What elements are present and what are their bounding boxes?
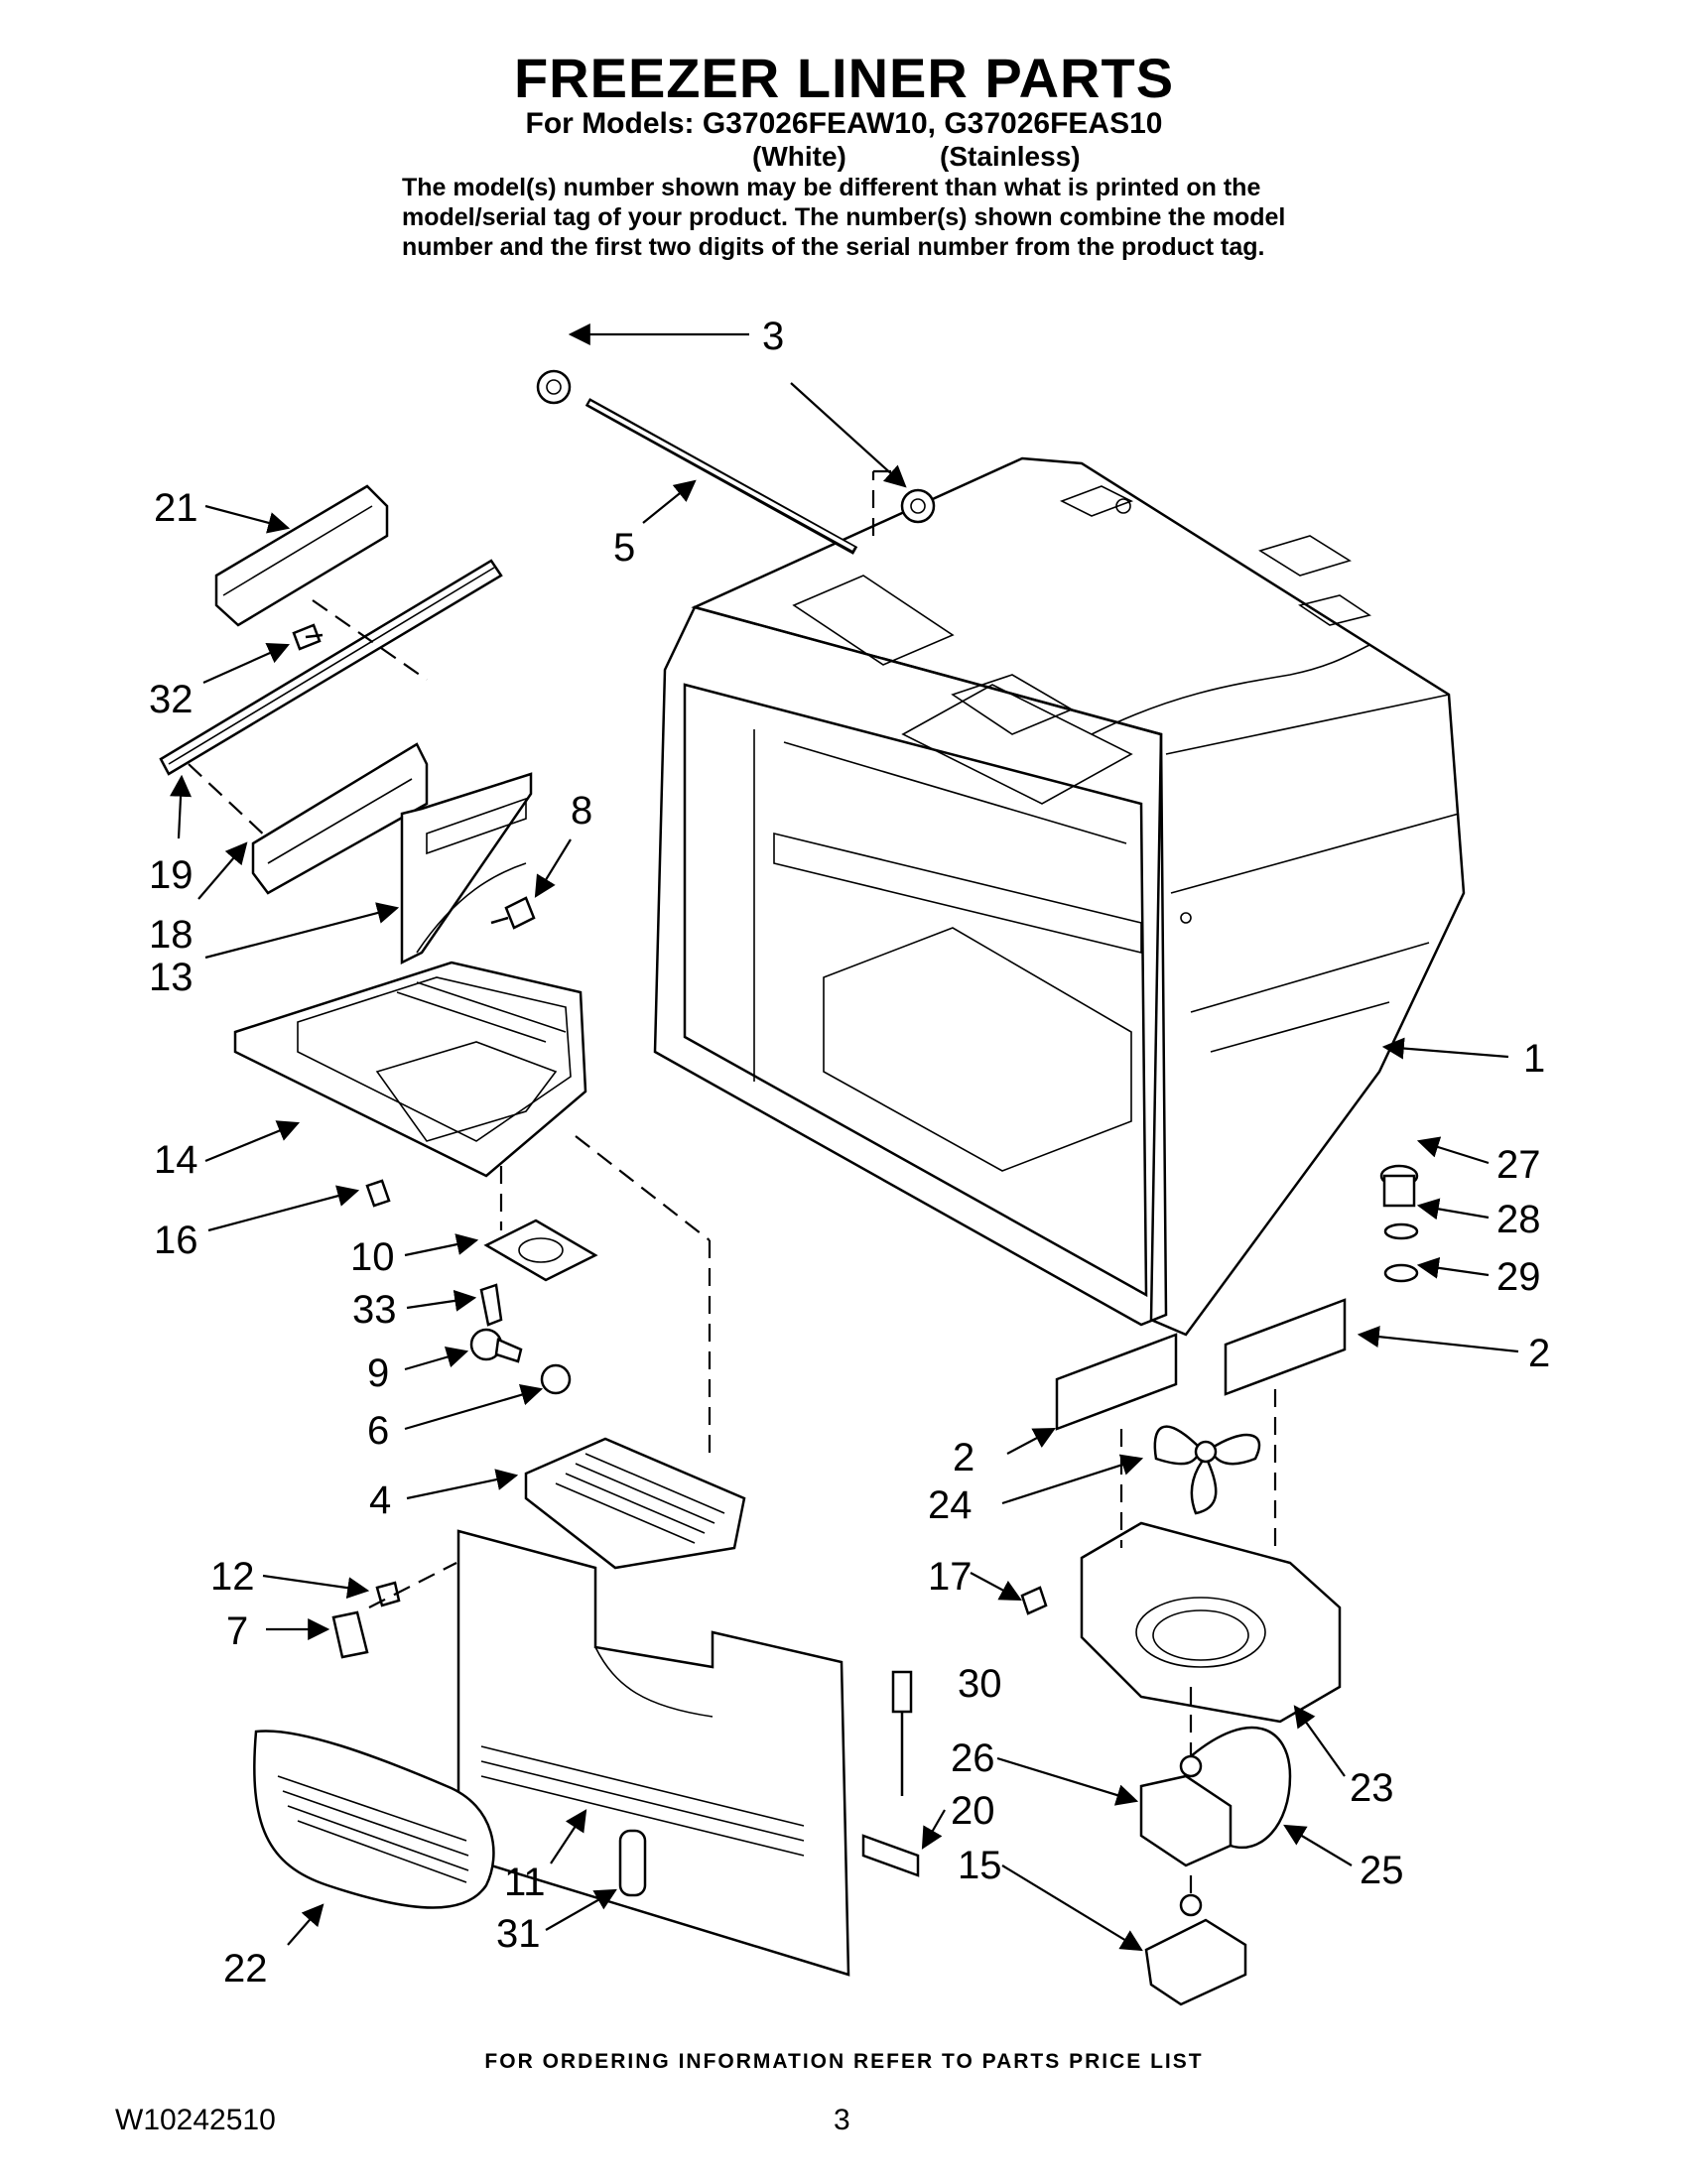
- part-duct-panel: [456, 1529, 850, 1977]
- callout-28: 28: [1496, 1198, 1541, 1241]
- part-insulation-pad-left: [1055, 1333, 1178, 1431]
- part-wire-harness: [1190, 1726, 1292, 1850]
- part-fan-shroud: [1080, 1521, 1342, 1724]
- part-clip-31: [618, 1829, 647, 1897]
- callout-7: 7: [226, 1609, 248, 1653]
- callout-2-right: 2: [1528, 1332, 1550, 1375]
- part-bracket-13: [400, 772, 533, 965]
- part-oring-28: [1383, 1222, 1419, 1240]
- part-motor-bracket: [1144, 1918, 1247, 2006]
- callout-29: 29: [1496, 1255, 1541, 1299]
- page-number: 3: [834, 2104, 850, 2136]
- callout-15: 15: [958, 1844, 1002, 1887]
- part-light-lens: [524, 1437, 746, 1570]
- callout-21: 21: [154, 486, 198, 530]
- callout-2-left: 2: [953, 1436, 974, 1479]
- callout-20: 20: [951, 1789, 995, 1833]
- callout-1: 1: [1523, 1037, 1545, 1081]
- part-drain-trap-27: [1379, 1164, 1419, 1208]
- callout-24: 24: [928, 1483, 973, 1527]
- assembly-dashed-lines: [188, 469, 1277, 1895]
- part-freezer-liner: [653, 456, 1466, 1337]
- callout-31: 31: [496, 1912, 541, 1956]
- part-slide-rail: [159, 559, 503, 776]
- part-sensor-30: [891, 1670, 913, 1796]
- callout-4: 4: [369, 1478, 391, 1522]
- callout-22: 22: [223, 1947, 268, 1991]
- part-cap-29: [1383, 1263, 1419, 1283]
- callout-16: 16: [154, 1219, 198, 1262]
- callout-27: 27: [1496, 1143, 1541, 1187]
- callout-30: 30: [958, 1662, 1002, 1706]
- part-fan-motor: [1139, 1754, 1233, 1917]
- callout-26: 26: [951, 1736, 995, 1780]
- part-fan-blade: [1153, 1425, 1261, 1515]
- part-gear-left: [536, 369, 572, 405]
- part-gear-right: [900, 488, 936, 524]
- document-number: W10242510: [115, 2104, 276, 2136]
- variant-stainless-label: (Stainless): [940, 141, 1081, 172]
- callout-33: 33: [352, 1288, 397, 1332]
- callout-8: 8: [571, 789, 592, 833]
- part-seal-20: [861, 1834, 920, 1877]
- callout-13: 13: [149, 956, 194, 999]
- callout-5: 5: [613, 526, 635, 570]
- callout-6: 6: [367, 1409, 389, 1453]
- callout-9: 9: [367, 1351, 389, 1395]
- callout-25: 25: [1360, 1849, 1404, 1892]
- part-socket-6: [540, 1363, 572, 1395]
- callout-12: 12: [210, 1555, 255, 1599]
- part-insulation-pad-right: [1224, 1298, 1347, 1396]
- callout-11: 11: [504, 1861, 546, 1904]
- model-disclaimer: The model(s) number shown may be differe…: [402, 174, 1286, 261]
- callout-17: 17: [928, 1555, 973, 1599]
- part-bulb-9: [469, 1328, 523, 1363]
- part-rail-end-cap-lower: [251, 742, 429, 895]
- part-rail-end-cap-upper: [214, 484, 389, 627]
- part-rod: [584, 398, 858, 555]
- part-lamp-socket-10: [483, 1219, 598, 1282]
- part-screw-8: [490, 896, 536, 930]
- callout-18: 18: [149, 913, 194, 957]
- ordering-note: FOR ORDERING INFORMATION REFER TO PARTS …: [484, 2050, 1204, 2073]
- callout-3: 3: [762, 315, 784, 358]
- callout-10: 10: [350, 1235, 395, 1279]
- part-light-housing: [233, 961, 587, 1178]
- part-clip-7: [331, 1610, 369, 1659]
- callout-19: 19: [149, 853, 194, 897]
- variant-white-label: (White): [752, 141, 846, 172]
- callout-14: 14: [154, 1138, 198, 1182]
- leader-lines: [170, 323, 1519, 1952]
- part-screw-33: [479, 1283, 503, 1327]
- page-title: FREEZER LINER PARTS: [513, 47, 1175, 109]
- part-clip-16: [365, 1179, 391, 1208]
- callout-numbers: 3 5 21 32 19 8 18 13 14 16 10 33 9 6 4 1…: [149, 315, 1550, 1991]
- part-grille: [253, 1730, 495, 1909]
- callout-32: 32: [149, 678, 194, 721]
- part-screw-32: [292, 623, 324, 651]
- callout-23: 23: [1350, 1766, 1394, 1810]
- part-screw-17: [1020, 1586, 1048, 1615]
- models-line: For Models: G37026FEAW10, G37026FEAS10: [525, 107, 1163, 140]
